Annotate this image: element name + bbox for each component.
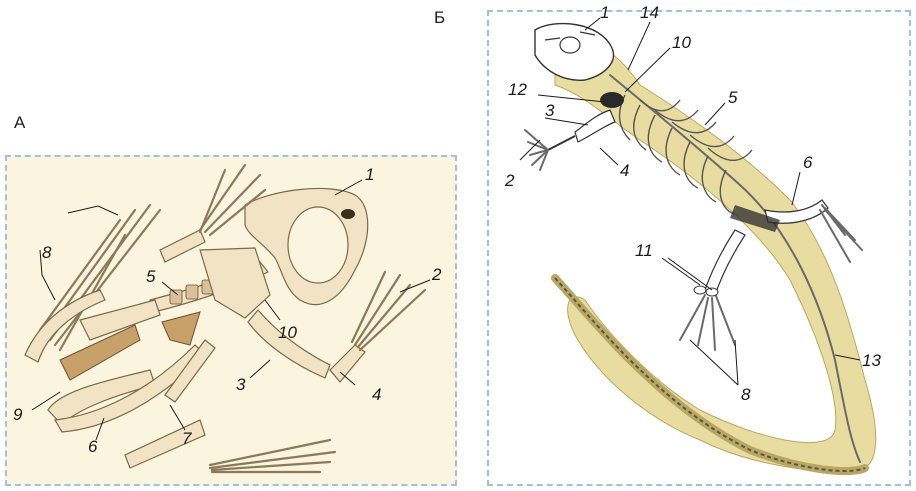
frog-label-2: 2 [431,265,442,284]
lizard-label-5: 5 [728,88,738,107]
frog-label-5: 5 [146,267,156,286]
frog-label-8: 8 [42,243,52,262]
lizard-label-3: 3 [545,101,555,120]
frog-label-9: 9 [13,405,23,424]
lizard-label-14: 14 [640,3,659,22]
lizard-label-2: 2 [504,171,515,190]
frog-label-10: 10 [278,323,297,342]
frog-label-1: 1 [365,165,374,184]
frog-label-6: 6 [88,437,98,456]
frog-label-7: 7 [182,429,192,448]
lizard-label-8: 8 [741,385,751,404]
lizard-label-12: 12 [508,80,527,99]
lizard-label-4: 4 [620,161,629,180]
lizard-label-1: 1 [600,3,609,22]
lizard-label-11: 11 [635,241,653,260]
frog-skeleton [25,165,425,472]
lizard-label-6: 6 [803,153,813,172]
frog-label-4: 4 [372,385,381,404]
frog-label-3: 3 [236,375,246,394]
lizard-label-13: 13 [862,351,881,370]
lizard-skeleton [525,24,876,472]
lizard-label-10: 10 [672,33,691,52]
